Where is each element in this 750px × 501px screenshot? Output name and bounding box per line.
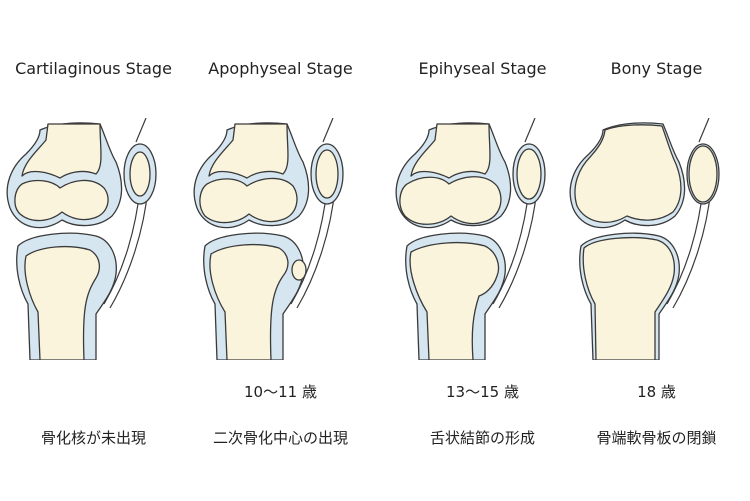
- femur-ossification: [399, 176, 502, 225]
- tibia-bone: [582, 236, 676, 360]
- femur-shaft: [21, 123, 102, 179]
- patella-tendon: [492, 118, 546, 309]
- femur-shaft: [208, 123, 289, 179]
- stage-bony: Bony Stage 18 歳 骨端軟骨板の閉鎖: [563, 0, 750, 501]
- quad-line: [135, 118, 147, 143]
- tibia-ossification-tongue: [409, 242, 500, 360]
- stage-age: 18 歳: [637, 383, 676, 401]
- femur-ossification: [199, 177, 298, 224]
- quad-line: [322, 118, 334, 143]
- tibia: [203, 232, 307, 360]
- stage-description: 二次骨化中心の出現: [212, 429, 348, 447]
- tibia: [579, 232, 680, 360]
- stage-title: Epihyseal Stage: [418, 59, 547, 78]
- patella-bone: [315, 149, 339, 199]
- tibia-ossification: [209, 244, 289, 360]
- tibia: [16, 232, 117, 360]
- femur: [569, 122, 686, 229]
- femur: [6, 122, 123, 229]
- knee-illustration-cartilaginous: [6, 118, 157, 360]
- knee-illustration-epiphyseal: [395, 118, 546, 360]
- quad-line: [524, 118, 536, 143]
- stage-apophyseal: Apophyseal Stage 10〜11 歳 二次骨化中心の出現: [187, 0, 374, 501]
- patella-bone: [129, 151, 151, 197]
- femur-ossification: [14, 179, 109, 222]
- tibia: [405, 232, 506, 360]
- femur: [193, 122, 310, 229]
- patella-tendon: [103, 118, 157, 309]
- patella-bone: [688, 145, 718, 203]
- stage-age: 13〜15 歳: [446, 383, 519, 401]
- secondary-ossification-center: [291, 259, 307, 281]
- stage-description: 骨化核が未出現: [40, 429, 146, 447]
- femur-bone: [574, 124, 682, 223]
- knee-illustration-apophyseal: [193, 118, 344, 360]
- femur-shaft: [410, 123, 491, 179]
- quad-line: [698, 118, 710, 143]
- tibia-ossification: [24, 246, 101, 360]
- patella-bone: [516, 148, 542, 200]
- stage-cartilaginous: Cartilaginous Stage 骨化核が未出現: [0, 0, 187, 501]
- stage-title: Apophyseal Stage: [208, 59, 353, 78]
- knee-illustration-bony: [569, 118, 720, 360]
- stage-description: 舌状結節の形成: [429, 429, 535, 447]
- stage-title: Cartilaginous Stage: [15, 59, 172, 78]
- patella-tendon: [666, 118, 720, 309]
- stage-description: 骨端軟骨板の閉鎖: [596, 429, 717, 447]
- stage-epiphyseal: Epihyseal Stage 13〜15 歳 舌状結節の形成: [389, 0, 576, 501]
- stage-title: Bony Stage: [610, 59, 703, 78]
- patella-tendon: [290, 118, 344, 309]
- femur: [395, 122, 512, 229]
- stage-age: 10〜11 歳: [244, 383, 317, 401]
